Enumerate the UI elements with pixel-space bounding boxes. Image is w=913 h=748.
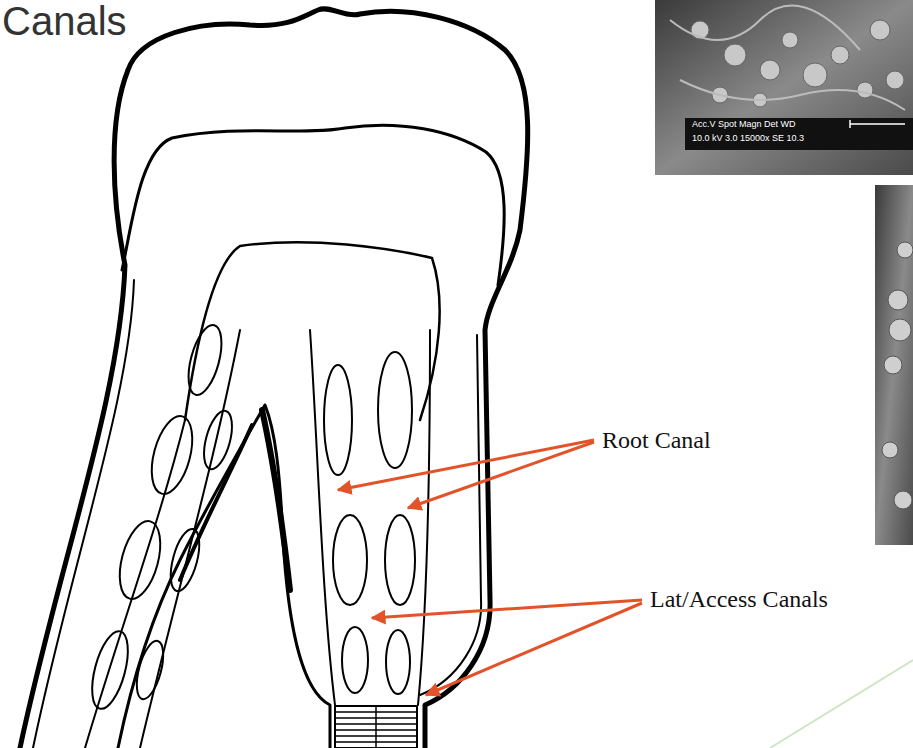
sem-photo [655,0,913,175]
sem-photo [875,185,913,545]
callout-label: Lat/Access Canals [648,586,830,614]
micrograph-info: 10.0 kV 3.0 15000x SE 10.3 [690,133,806,143]
leader-arrow [338,440,642,695]
tooth-outline [20,9,528,748]
decor-line [770,660,913,748]
slide-title: Canals [2,0,127,44]
micrograph-info: Acc.V Spot Magn Det WD [690,119,798,129]
callout-label: Root Canal [600,427,713,455]
